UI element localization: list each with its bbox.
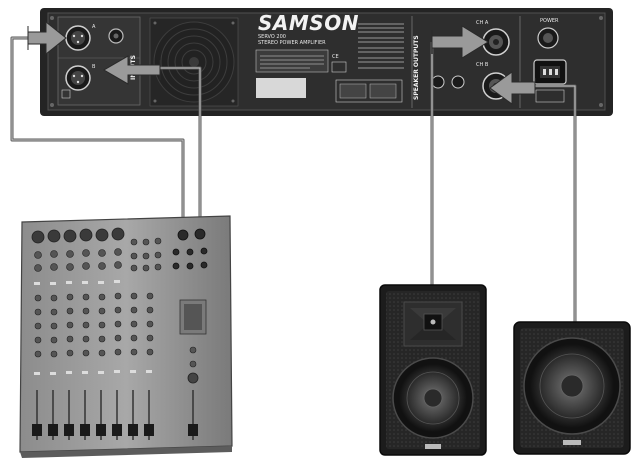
input-section: A B INPUTS — [57, 16, 141, 106]
mixing-console — [19, 215, 233, 458]
ch-a-label: CH A — [476, 20, 489, 26]
speaker-left-badge — [425, 444, 441, 449]
brand-logo: SAMSON — [258, 11, 359, 35]
input-b-label: B — [92, 64, 96, 70]
input-a-label: A — [92, 24, 96, 30]
woofer-left-icon — [392, 357, 474, 439]
model-label: SERVO 200 — [258, 34, 286, 40]
mixer-faders[interactable] — [32, 390, 198, 440]
tweeter-horn-icon — [403, 301, 463, 347]
jack-input-a-icon[interactable] — [108, 28, 124, 44]
xlr-input-a-icon[interactable] — [65, 25, 91, 51]
ch-b-label: CH B — [476, 62, 489, 68]
brand-label-area: SAMSON SERVO 200 STEREO POWER AMPLIFIER … — [255, 11, 404, 103]
subtitle-label: STEREO POWER AMPLIFIER — [258, 40, 326, 46]
cooling-fan-icon — [149, 17, 239, 107]
arrows — [27, 20, 536, 105]
arrow-icon — [103, 55, 161, 85]
spec-text-block — [358, 23, 404, 69]
speaker-right-badge — [563, 440, 581, 445]
arrow-icon — [489, 71, 536, 105]
speaker-left-cabinet — [379, 284, 487, 456]
xlr-input-b-icon[interactable] — [65, 65, 91, 91]
speaker-outputs-label: SPEAKER OUTPUTS — [413, 35, 420, 100]
breaker-knob-icon[interactable] — [537, 27, 559, 49]
woofer-right-icon — [523, 337, 621, 435]
mixer-trim-knobs[interactable] — [31, 227, 125, 244]
mixer-eq-knobs[interactable] — [34, 237, 162, 358]
arrow-icon — [27, 20, 67, 56]
arrow-icon — [431, 25, 489, 59]
mixer-meter — [179, 299, 207, 384]
cable-output-b-to-speaker-right — [510, 84, 577, 322]
ce-mark: CE — [332, 54, 339, 60]
mixer-output-jacks[interactable] — [172, 228, 208, 270]
power-inlet-icon[interactable] — [533, 59, 567, 85]
speaker-right-cabinet — [513, 321, 631, 455]
power-section: POWER — [533, 18, 567, 103]
power-label: POWER — [540, 18, 559, 24]
mixer-buttons[interactable] — [34, 280, 152, 375]
